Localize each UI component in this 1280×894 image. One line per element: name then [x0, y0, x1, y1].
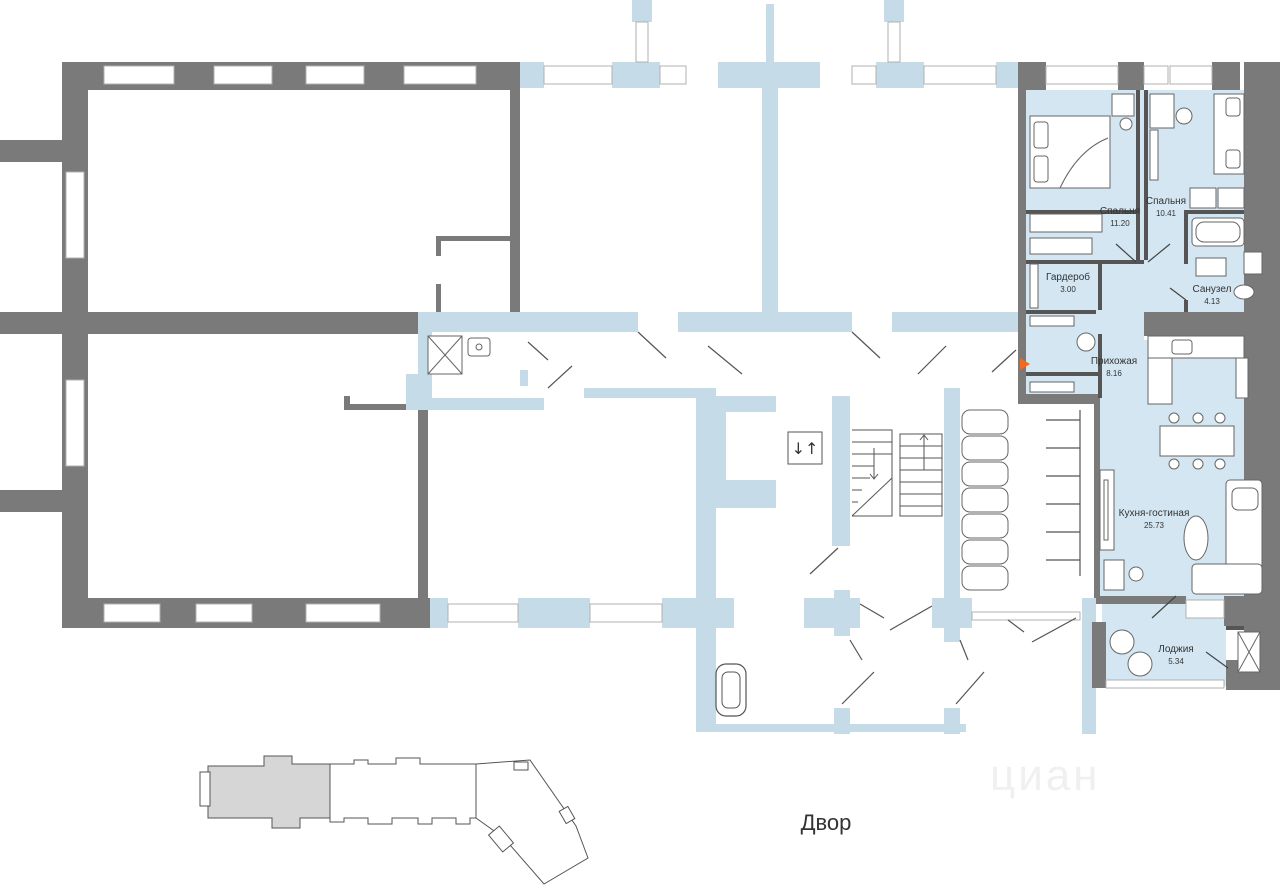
room-name-bedroom-1: Спальня: [1100, 206, 1140, 217]
tv-unit: [1099, 469, 1115, 551]
service-room: [427, 335, 528, 386]
bed-2: [1213, 93, 1245, 175]
hallway-fixtures: [1076, 332, 1096, 352]
apartment-doors: [1115, 243, 1229, 669]
room-area-bedroom-2: 10.41: [1156, 209, 1177, 218]
desk-bedroom-1: [1111, 93, 1135, 131]
room-area-kitchen-living: 25.73: [1144, 521, 1165, 530]
room-area-wardrobe: 3.00: [1060, 285, 1076, 294]
dining-table: [1159, 412, 1235, 470]
left-unit-windows: [65, 65, 477, 623]
kitchen-counter: [1147, 335, 1249, 405]
bathtub: [1191, 217, 1245, 247]
common-area-walls: [406, 0, 1096, 734]
elevator-arrows-icon: ↓↑: [792, 439, 819, 458]
apartment-interior-walls: [1026, 90, 1244, 630]
room-name-loggia: Лоджия: [1158, 644, 1193, 655]
stairs: [851, 429, 943, 517]
room-name-bedroom-2: Спальня: [1146, 196, 1186, 207]
entrance-marker-icon: [1020, 358, 1030, 370]
watermark: циан: [990, 751, 1101, 800]
loggia-furniture: [1109, 629, 1261, 677]
room-name-hallway: Прихожая: [1091, 356, 1137, 367]
bicycle-racks: [1046, 410, 1081, 576]
room-name-bathroom: Санузел: [1193, 284, 1232, 295]
common-doors: [527, 331, 1077, 705]
room-name-kitchen-living: Кухня-гостиная: [1119, 508, 1190, 519]
yard-label: Двор: [801, 810, 852, 835]
elevator: ↓↑: [787, 431, 823, 465]
desk-bedroom-2: [1149, 93, 1193, 181]
apartment-windows: [1045, 65, 1225, 689]
wardrobe-units: [1029, 187, 1245, 393]
room-name-wardrobe: Гардероб: [1046, 271, 1090, 283]
room-area-hallway: 8.16: [1106, 369, 1122, 378]
sofa: [1191, 479, 1263, 595]
key-plan: [199, 755, 589, 885]
room-labels: Спальня 11.20 Спальня 10.41 Гардероб 3.0…: [1046, 196, 1232, 666]
living-desk: [1103, 559, 1144, 591]
coffee-table: [1183, 515, 1209, 561]
common-area-windows: [447, 21, 1081, 623]
room-area-bedroom-1: 11.20: [1110, 219, 1130, 228]
room-area-bathroom: 4.13: [1204, 297, 1220, 306]
bathroom-fixtures: [1195, 251, 1263, 300]
stroller-parking: [961, 409, 1009, 591]
bed-1: [1029, 115, 1111, 189]
lobby-armchair: [715, 663, 747, 717]
room-area-loggia: 5.34: [1168, 657, 1184, 666]
